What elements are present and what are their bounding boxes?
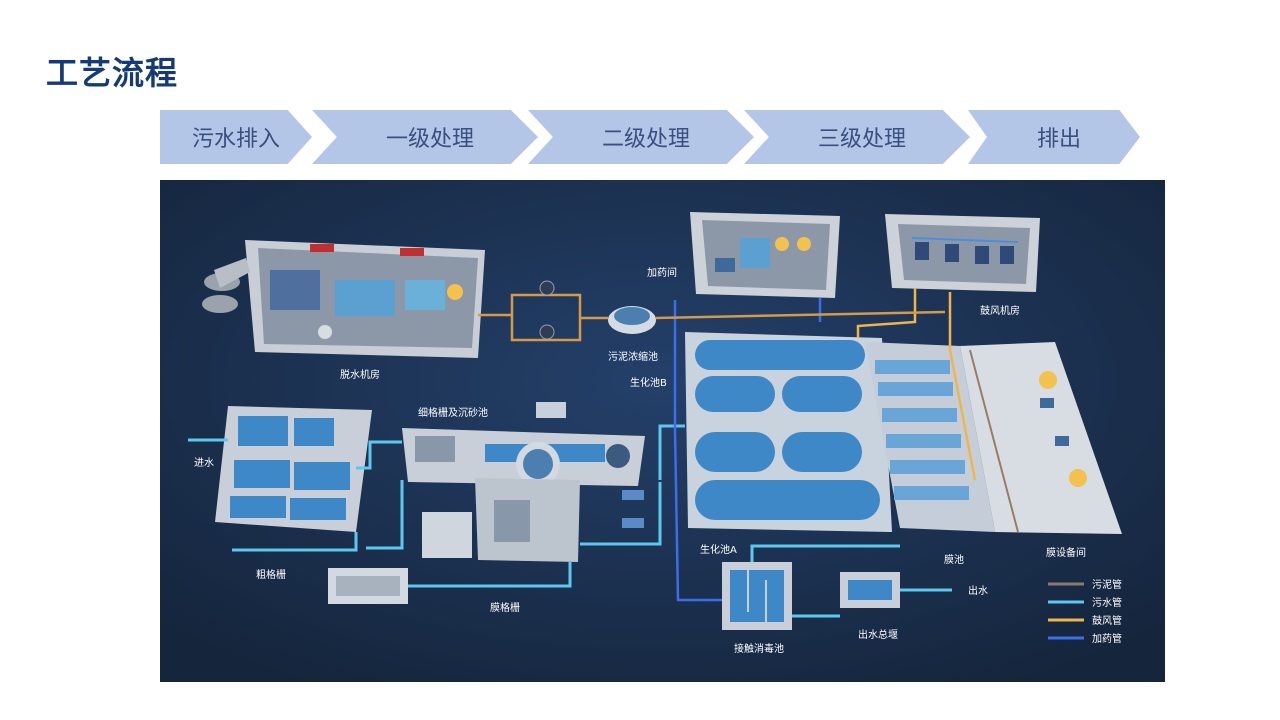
dosing-pipes — [673, 298, 822, 602]
label-membrane-room: 膜设备间 — [1046, 546, 1086, 559]
sludge-thickener-tank — [580, 306, 656, 334]
contact-disinfection-tank — [722, 562, 792, 630]
sludge-pipes — [655, 310, 946, 320]
label-dewatering-room: 脱水机房 — [340, 368, 380, 381]
label-sludge-thickener: 污泥浓缩池 — [608, 350, 658, 363]
label-outlet-weir: 出水总堰 — [858, 628, 898, 641]
process-steps: 污水排入 一级处理 二级处理 三级处理 排出 — [160, 110, 1150, 168]
coarse-screen-tank — [215, 406, 372, 532]
label-contact-tank: 接触消毒池 — [734, 642, 784, 655]
bio-tank-basins — [685, 332, 892, 532]
membrane-screen-box — [328, 568, 408, 604]
label-membrane-tank: 膜池 — [944, 553, 964, 566]
step-sewage-inflow[interactable]: 污水排入 — [160, 110, 312, 164]
legend-blower-label: 鼓风管 — [1092, 614, 1122, 627]
step-secondary-treatment[interactable]: 二级处理 — [528, 110, 754, 164]
blower-pipes — [856, 288, 977, 481]
label-coarse-screen: 粗格栅 — [256, 568, 286, 581]
sewage-pipes — [188, 424, 952, 618]
legend-sludge-label: 污泥管 — [1092, 578, 1122, 591]
membrane-tank — [865, 342, 995, 532]
step-discharge[interactable]: 排出 — [968, 110, 1140, 164]
label-inlet: 进水 — [194, 457, 214, 469]
step-primary-treatment[interactable]: 一级处理 — [312, 110, 538, 164]
label-blower-room: 鼓风机房 — [980, 304, 1020, 317]
legend-dosing-label: 加药管 — [1092, 632, 1122, 645]
pipe-legend: 污泥管 污水管 鼓风管 加药管 — [1048, 578, 1122, 645]
sludge-valve-loop — [478, 280, 582, 342]
process-diagram: 脱水机房 污泥浓缩池 加药间 鼓风机房 生化池B 生化池A 细格栅及沉砂池 进水… — [160, 180, 1165, 682]
label-bio-tank-a: 生化池A — [700, 543, 737, 556]
label-bio-tank-b: 生化池B — [630, 376, 667, 389]
blower-room-building — [885, 214, 1040, 292]
plant-illustration: 脱水机房 污泥浓缩池 加药间 鼓风机房 生化池B 生化池A 细格栅及沉砂池 进水… — [160, 180, 1165, 682]
label-membrane-screen: 膜格栅 — [490, 601, 520, 614]
outlet-weir-tank — [840, 572, 900, 608]
dosing-room-building — [690, 212, 840, 298]
label-fine-screen: 细格栅及沉砂池 — [418, 406, 488, 419]
label-outlet: 出水 — [968, 584, 988, 597]
step-tertiary-treatment[interactable]: 三级处理 — [744, 110, 970, 164]
page-title: 工艺流程 — [46, 54, 179, 92]
fine-screen-grit-chamber — [402, 402, 645, 562]
label-dosing-room: 加药间 — [647, 266, 677, 279]
dewatering-room-building — [202, 240, 485, 358]
legend-sewage-label: 污水管 — [1092, 596, 1122, 609]
membrane-room-building — [960, 342, 1122, 534]
